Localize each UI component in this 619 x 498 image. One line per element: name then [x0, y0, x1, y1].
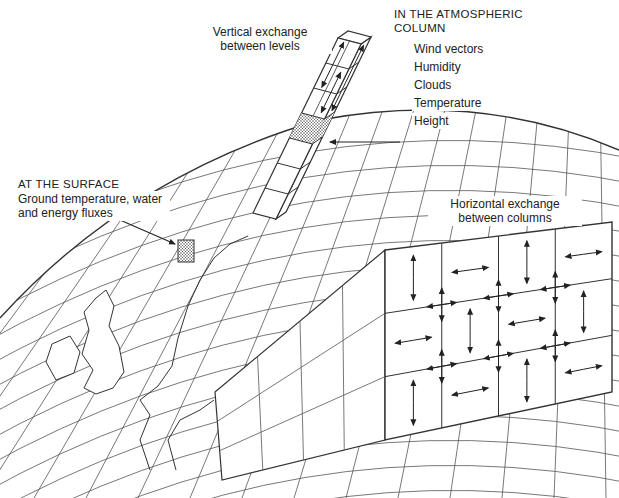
diagram-label: Horizontal exchange between columns	[428, 196, 582, 226]
exchange-arrow	[331, 73, 341, 93]
exchange-arrow	[527, 318, 545, 321]
exchange-arrow	[584, 252, 602, 255]
exchange-arrow	[484, 296, 499, 298]
diagram-label: Temperature	[412, 95, 483, 111]
column-level-line	[265, 187, 298, 194]
horizontal-slab	[215, 222, 612, 480]
diagram-label: AT THE SURFACE	[16, 176, 121, 192]
slab-grid-line	[441, 243, 442, 428]
slab-side-line	[300, 321, 304, 460]
exchange-arrow	[526, 359, 527, 380]
exchange-arrow	[555, 343, 570, 346]
column-level-line	[302, 112, 335, 119]
diagram-label: IN THE ATMOSPHERIC COLUMN	[392, 6, 546, 36]
pointer-arrow	[330, 141, 400, 142]
exchange-arrow	[452, 392, 470, 396]
exchange-arrow	[526, 241, 527, 262]
slab-side-line	[343, 286, 345, 451]
coastlines	[46, 236, 248, 470]
meridian-line	[0, 90, 240, 498]
meridian-line	[0, 90, 90, 498]
slab-side-face	[215, 250, 385, 480]
exchange-arrow	[470, 309, 471, 331]
exchange-arrow	[413, 380, 414, 403]
exchange-arrow	[555, 346, 556, 362]
exchange-arrow	[498, 340, 499, 356]
exchange-arrow	[322, 65, 333, 88]
exchange-arrow	[484, 356, 499, 359]
exchange-arrow	[555, 287, 556, 303]
diagram-label: Ground temperature, water and energy flu…	[16, 191, 170, 221]
exchange-arrow	[441, 288, 442, 305]
exchange-arrow	[555, 285, 570, 287]
exchange-arrow	[321, 93, 331, 113]
meridian-line	[0, 90, 180, 498]
exchange-arrow	[427, 366, 442, 369]
column-level-line	[277, 162, 310, 169]
exchange-arrow	[442, 364, 457, 367]
exchange-arrow	[470, 331, 471, 353]
slab-grid-line	[555, 229, 556, 404]
exchange-arrow	[526, 380, 527, 401]
exchange-arrow	[540, 287, 555, 289]
parallel-line	[0, 465, 619, 498]
pointer-arrow	[120, 220, 175, 244]
exchange-arrow	[565, 369, 583, 373]
slab-side-line	[220, 377, 385, 451]
parallel-line	[0, 490, 619, 498]
exchange-arrow	[499, 353, 514, 356]
exchange-arrow	[540, 346, 555, 349]
slab-grid-line	[385, 279, 612, 314]
exchange-arrow	[498, 356, 499, 372]
column-front-face	[253, 38, 361, 219]
exchange-arrow	[452, 270, 470, 273]
exchange-arrow	[413, 337, 431, 340]
exchange-arrow	[348, 46, 364, 79]
exchange-arrow	[442, 302, 457, 304]
exchange-arrow	[470, 267, 488, 270]
exchange-arrow	[499, 294, 514, 296]
exchange-arrow	[441, 350, 442, 367]
exchange-arrow	[555, 272, 556, 288]
slab-side-line	[258, 357, 263, 471]
slab-grid-line	[498, 236, 499, 416]
exchange-arrow	[441, 366, 442, 383]
exchange-arrow	[333, 42, 344, 65]
meridian-line	[0, 90, 210, 498]
diagram-label: Wind vectors	[412, 41, 485, 57]
diagram-label: Vertical exchange between levels	[188, 24, 332, 54]
exchange-arrow	[427, 305, 442, 307]
exchange-arrow	[584, 366, 602, 370]
exchange-arrow	[395, 340, 413, 343]
atmospheric-column	[253, 31, 371, 219]
column-level-line	[289, 137, 322, 144]
exchange-arrow	[565, 254, 583, 257]
surface-cell	[178, 240, 194, 262]
exchange-arrow	[583, 312, 584, 333]
slab-front-face	[385, 222, 612, 440]
exchange-arrow	[441, 305, 442, 322]
exchange-arrow	[509, 321, 527, 324]
slab-grid-line	[385, 335, 612, 376]
meridian-line	[0, 90, 60, 498]
exchange-arrow	[413, 255, 414, 278]
exchange-arrow	[583, 291, 584, 312]
diagram-label: Humidity	[412, 59, 463, 75]
exchange-arrow	[413, 403, 414, 426]
slab-side-line	[217, 313, 385, 421]
exchange-arrow	[555, 330, 556, 346]
exchange-arrow	[526, 262, 527, 283]
exchange-arrow	[332, 78, 348, 111]
diagram-label: Height	[412, 113, 451, 129]
exchange-arrow	[470, 388, 488, 392]
exchange-arrow	[498, 280, 499, 296]
diagram-label: Clouds	[412, 77, 453, 93]
exchange-arrow	[413, 278, 414, 301]
column-side-face	[276, 37, 371, 219]
exchange-arrow	[498, 296, 499, 312]
